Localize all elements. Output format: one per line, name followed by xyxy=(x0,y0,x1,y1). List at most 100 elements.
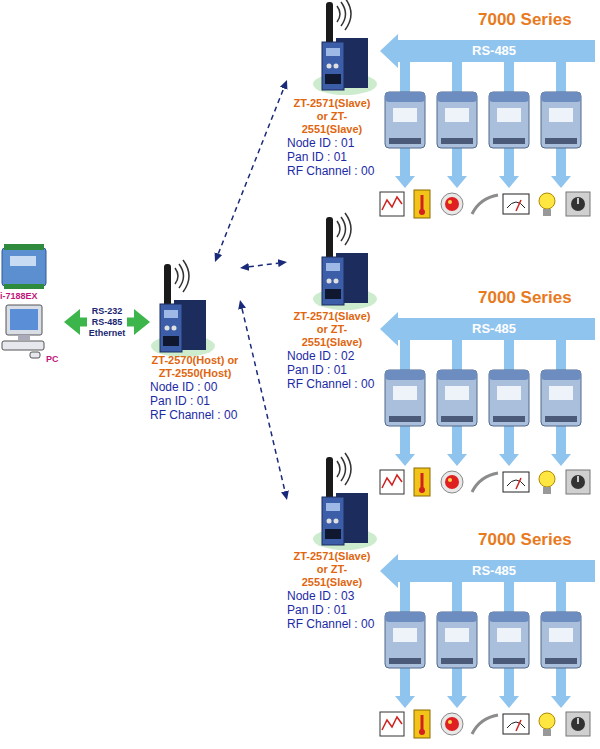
thermometer-icon xyxy=(414,468,430,496)
field-devices xyxy=(380,190,590,218)
io-module-top xyxy=(489,370,529,380)
io-module-terminals xyxy=(545,138,577,144)
thermometer-bar xyxy=(421,473,424,489)
monitor-stand xyxy=(18,335,30,340)
alarm-lamp xyxy=(445,475,459,489)
meter-icon xyxy=(503,194,529,214)
chart-trace xyxy=(382,197,402,210)
meter-icon xyxy=(503,714,529,734)
signal-wave xyxy=(179,264,184,288)
bulb-base xyxy=(543,729,551,736)
meter-scale xyxy=(507,722,525,728)
module-front xyxy=(322,42,344,90)
io-module-terminals xyxy=(389,138,421,144)
zigbee-module xyxy=(313,213,377,310)
field-devices xyxy=(380,710,590,738)
alarm-lamp xyxy=(445,717,459,731)
controller-pc: i-7188EXPC xyxy=(0,240,64,370)
io-module-terminals xyxy=(493,138,525,144)
io-module-terminals xyxy=(389,658,421,664)
thermometer-bar xyxy=(421,715,424,731)
monitor xyxy=(6,305,42,335)
signal-wave xyxy=(337,461,340,477)
host-module: ZT-2570(Host) or ZT-2550(Host)Node ID : … xyxy=(150,262,240,422)
thermometer-bar xyxy=(421,195,424,211)
module-front xyxy=(322,257,344,305)
meter-icon xyxy=(503,472,529,492)
io-module xyxy=(437,612,477,668)
alarm-lamp xyxy=(445,197,459,211)
signal-wave xyxy=(341,217,346,241)
model-name: ZT-2571(Slave) or ZT-2551(Slave) xyxy=(287,550,377,589)
module-label xyxy=(326,48,340,56)
io-module-terminals xyxy=(493,416,525,422)
led xyxy=(334,519,339,524)
io-module-terminals xyxy=(441,416,473,422)
io-module-label xyxy=(445,108,469,122)
io-module-top xyxy=(385,92,425,102)
io-module-terminals xyxy=(389,416,421,422)
setting-text: Node ID : 02 xyxy=(287,349,377,363)
io-module xyxy=(385,370,425,426)
io-module xyxy=(541,612,581,668)
io-module xyxy=(385,92,425,148)
io-module xyxy=(489,612,529,668)
slave-module: ZT-2571(Slave) or ZT-2551(Slave)Node ID … xyxy=(287,455,377,631)
led xyxy=(172,326,177,331)
setting-text: RF Channel : 00 xyxy=(150,408,240,422)
setting-text: RF Channel : 00 xyxy=(287,377,377,391)
field-devices xyxy=(380,468,590,496)
io-module-top xyxy=(385,612,425,622)
signal-wave xyxy=(341,2,346,26)
knob-icon xyxy=(566,192,590,216)
knob xyxy=(571,717,585,731)
wireless-link xyxy=(218,88,283,253)
setting-text: Node ID : 03 xyxy=(287,589,377,603)
module-label xyxy=(326,263,340,271)
wireless-link xyxy=(249,263,278,267)
led xyxy=(334,279,339,284)
io-module xyxy=(437,370,477,426)
knob-icon xyxy=(566,712,590,736)
model-name: ZT-2571(Slave) or ZT-2551(Slave) xyxy=(287,97,377,136)
device-name: PC xyxy=(46,354,59,364)
io-module-label xyxy=(549,108,573,122)
io-module-label xyxy=(393,628,417,642)
setting-text: RF Channel : 00 xyxy=(287,164,377,178)
alarm-icon xyxy=(441,193,463,215)
series-label: 7000 Series xyxy=(478,530,572,550)
module-front xyxy=(160,304,182,352)
zigbee-module xyxy=(313,0,377,95)
keyboard xyxy=(2,341,44,350)
mouse xyxy=(30,352,40,358)
zigbee-module xyxy=(151,260,215,357)
setting-text: Pan ID : 01 xyxy=(287,150,377,164)
thermometer-bulb xyxy=(419,487,425,493)
thermometer-bulb xyxy=(419,729,425,735)
io-module-terminals xyxy=(545,416,577,422)
signal-wave xyxy=(345,213,351,245)
io-module-top xyxy=(489,612,529,622)
io-module-label xyxy=(497,386,521,400)
io-module-label xyxy=(445,628,469,642)
bulb-base xyxy=(543,209,551,216)
thermometer-icon xyxy=(414,190,430,218)
thermometer-bulb xyxy=(419,209,425,215)
signal-wave xyxy=(345,0,351,30)
io-module-top xyxy=(437,92,477,102)
bus-label: RS-485 xyxy=(472,563,516,578)
probe-icon xyxy=(472,195,498,214)
io-module-top xyxy=(437,612,477,622)
led xyxy=(327,64,332,69)
led xyxy=(327,519,332,524)
alarm-glint xyxy=(448,478,452,482)
bulb-icon xyxy=(539,471,555,487)
slave-module: ZT-2571(Slave) or ZT-2551(Slave)Node ID … xyxy=(287,2,377,178)
wireless-link xyxy=(242,309,285,491)
signal-wave xyxy=(175,268,178,284)
setting-text: Pan ID : 01 xyxy=(150,394,240,408)
series-label: 7000 Series xyxy=(478,10,572,30)
model-name: ZT-2570(Host) or ZT-2550(Host) xyxy=(150,354,240,380)
setting-text: Pan ID : 01 xyxy=(287,603,377,617)
link-label: RS-232 RS-485 Ethernet xyxy=(87,305,127,340)
